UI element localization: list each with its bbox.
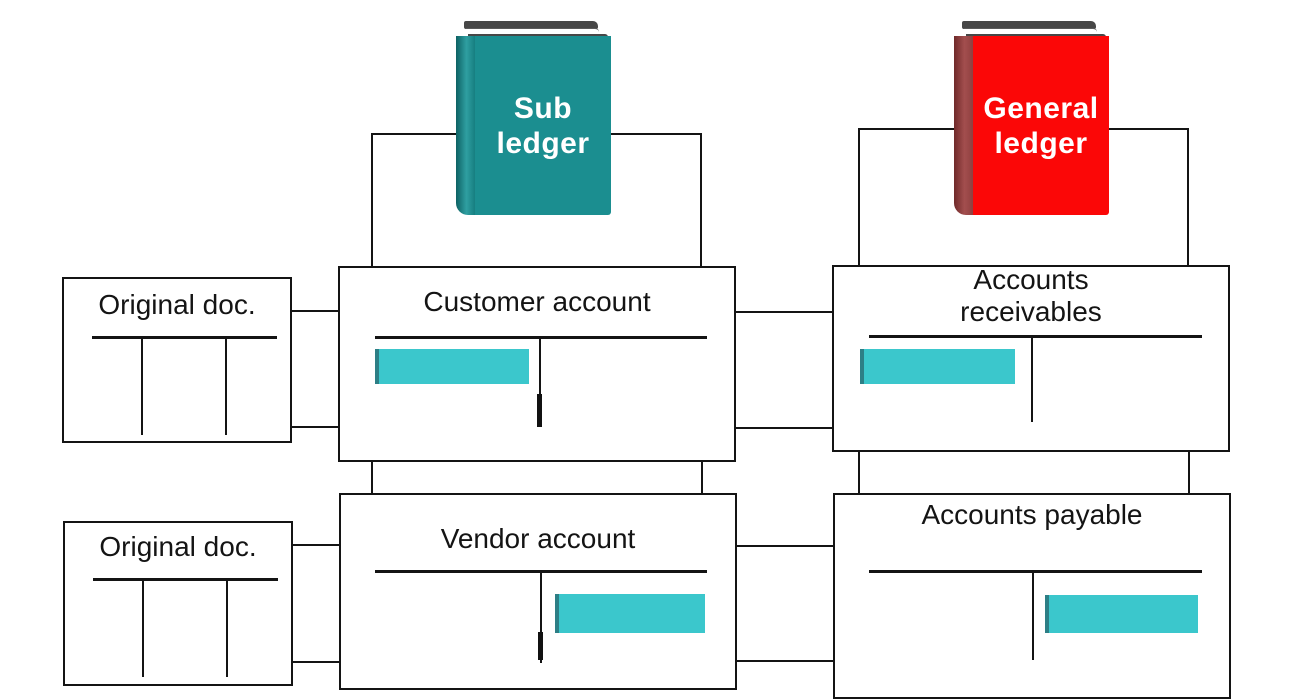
t-account-hline xyxy=(375,336,707,339)
connector-vendor-payable-bottom xyxy=(737,660,833,662)
connector-origdoc-vendor-top xyxy=(293,544,339,546)
book-spine-icon xyxy=(954,36,973,215)
credit-amount-bar xyxy=(555,594,705,633)
t-account-vline xyxy=(1031,335,1033,422)
debit-amount-bar xyxy=(375,349,529,384)
book-label: Sub ledger xyxy=(496,91,590,160)
connector-receivables-payable-right xyxy=(1188,451,1190,493)
general-ledger-book-icon: General ledger xyxy=(954,21,1109,215)
doc-table-vline-left xyxy=(141,336,143,435)
book-spine-icon xyxy=(456,36,475,215)
connector-origdoc-vendor-bottom xyxy=(293,661,339,663)
t-account-balance-mark xyxy=(537,394,542,427)
box-title: Original doc. xyxy=(98,289,256,320)
connector-receivables-payable-left xyxy=(858,451,860,493)
customer-account-box: Customer account xyxy=(338,266,736,462)
accounts-payable-box: Accounts payable xyxy=(833,493,1231,699)
accounts-receivables-box: Accounts receivables xyxy=(832,264,1230,452)
original-doc-box-bottom: Original doc. xyxy=(63,521,293,686)
book-cover-icon: General ledger xyxy=(973,36,1109,215)
connector-origdoc-customer-top xyxy=(292,310,338,312)
book-pages-icon xyxy=(466,28,599,35)
credit-amount-bar xyxy=(1045,595,1198,633)
box-title: Customer account xyxy=(423,286,651,317)
t-account-hline xyxy=(869,335,1202,338)
doc-table-vline-right xyxy=(226,578,228,677)
connector-customer-vendor-left xyxy=(371,462,373,493)
doc-table-hline xyxy=(93,578,278,581)
debit-amount-bar xyxy=(860,349,1015,384)
t-account-vline xyxy=(1032,570,1034,660)
book-cover-icon: Sub ledger xyxy=(475,36,611,215)
t-account-hline xyxy=(869,570,1202,573)
connector-vendor-payable-top xyxy=(737,545,833,547)
box-title: Accounts receivables xyxy=(960,264,1102,327)
t-account-vline xyxy=(539,336,541,427)
book-pages-icon xyxy=(964,28,1097,35)
book-pages-icon xyxy=(962,21,1096,29)
box-title: Original doc. xyxy=(99,531,257,562)
doc-table-vline-left xyxy=(142,578,144,677)
t-account-vline xyxy=(540,570,542,663)
original-doc-box-top: Original doc. xyxy=(62,277,292,443)
connector-customer-vendor-right xyxy=(701,462,703,493)
connector-customer-receivables-top xyxy=(736,311,832,313)
connector-customer-receivables-bottom xyxy=(736,427,832,429)
book-label: General ledger xyxy=(983,91,1099,160)
doc-table-vline-right xyxy=(225,336,227,435)
t-account-balance-mark xyxy=(538,632,543,660)
connector-origdoc-customer-bottom xyxy=(292,426,338,428)
vendor-account-box: Vendor account xyxy=(339,493,737,690)
sub-ledger-book-icon: Sub ledger xyxy=(456,21,611,215)
box-title: Vendor account xyxy=(440,523,636,554)
doc-table-hline xyxy=(92,336,277,339)
book-pages-icon xyxy=(464,21,598,29)
box-title: Accounts payable xyxy=(921,499,1143,530)
